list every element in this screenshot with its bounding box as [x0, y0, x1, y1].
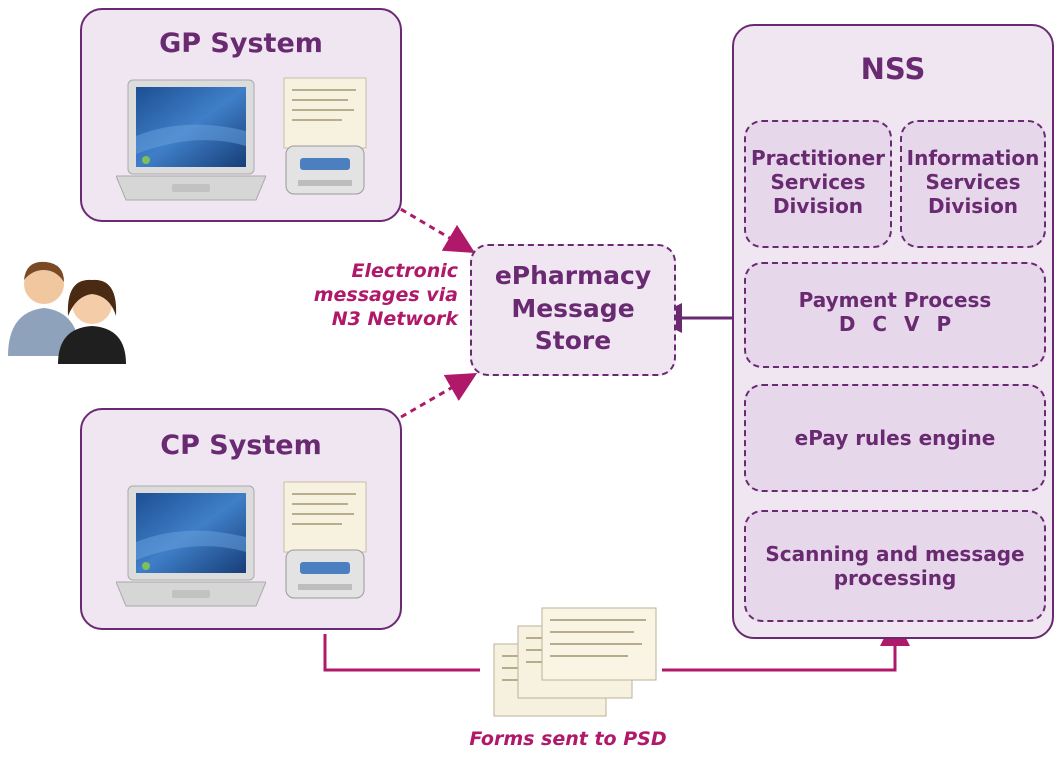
epharmacy-line: Message	[511, 293, 635, 323]
scanning-processing-box: Scanning and message processing	[744, 510, 1046, 622]
printer-icon	[283, 77, 367, 195]
forms-caption: Forms sent to PSD	[469, 728, 667, 750]
epay-rules-engine-box: ePay rules engine	[744, 384, 1046, 492]
isd-line: Division	[927, 194, 1019, 218]
epharmacy-message-store: ePharmacy Message Store	[470, 244, 676, 376]
cp-system-title: CP System	[160, 430, 322, 461]
payment-process-codes: D C V P	[838, 312, 952, 336]
cp-system-box: CP System	[80, 408, 402, 630]
scanning-line: processing	[833, 566, 957, 590]
payment-process-label: Payment Process D C V P	[746, 288, 1044, 336]
information-services-division: Information Services Division	[900, 120, 1046, 248]
laptop-icon	[116, 485, 266, 607]
practitioner-services-division: Practitioner Services Division	[744, 120, 892, 248]
users-icon	[8, 261, 126, 364]
laptop-icon	[116, 79, 266, 201]
nss-title: NSS	[860, 52, 926, 86]
electronic-messages-label: Electronic messages via N3 Network	[300, 260, 458, 331]
payment-process-title: Payment Process	[798, 288, 992, 312]
payment-process-box: Payment Process D C V P	[744, 262, 1046, 368]
printer-icon	[283, 481, 367, 599]
isd-label: Information Services Division	[902, 146, 1044, 218]
forms-left-line	[323, 634, 480, 672]
electronic-messages-line: N3 Network	[331, 307, 458, 330]
gp-system-title: GP System	[159, 28, 323, 59]
isd-line: Services	[925, 170, 1021, 194]
forms-stack-icon	[493, 607, 657, 717]
psd-line: Services	[770, 170, 866, 194]
psd-line: Division	[772, 194, 864, 218]
electronic-messages-line: Electronic	[351, 260, 458, 282]
epay-rules-engine-label: ePay rules engine	[794, 426, 996, 450]
psd-line: Practitioner	[750, 146, 886, 170]
epharmacy-line: ePharmacy	[494, 261, 652, 290]
gp-system-box: GP System	[80, 8, 402, 222]
scanning-processing-label: Scanning and message processing	[746, 542, 1044, 590]
epharmacy-line: Store	[534, 326, 612, 355]
scanning-line: Scanning and message	[765, 542, 1025, 566]
isd-line: Information	[906, 146, 1040, 170]
electronic-messages-line: messages via	[313, 283, 458, 306]
epharmacy-store-label: ePharmacy Message Store	[472, 260, 674, 358]
psd-label: Practitioner Services Division	[746, 146, 890, 218]
